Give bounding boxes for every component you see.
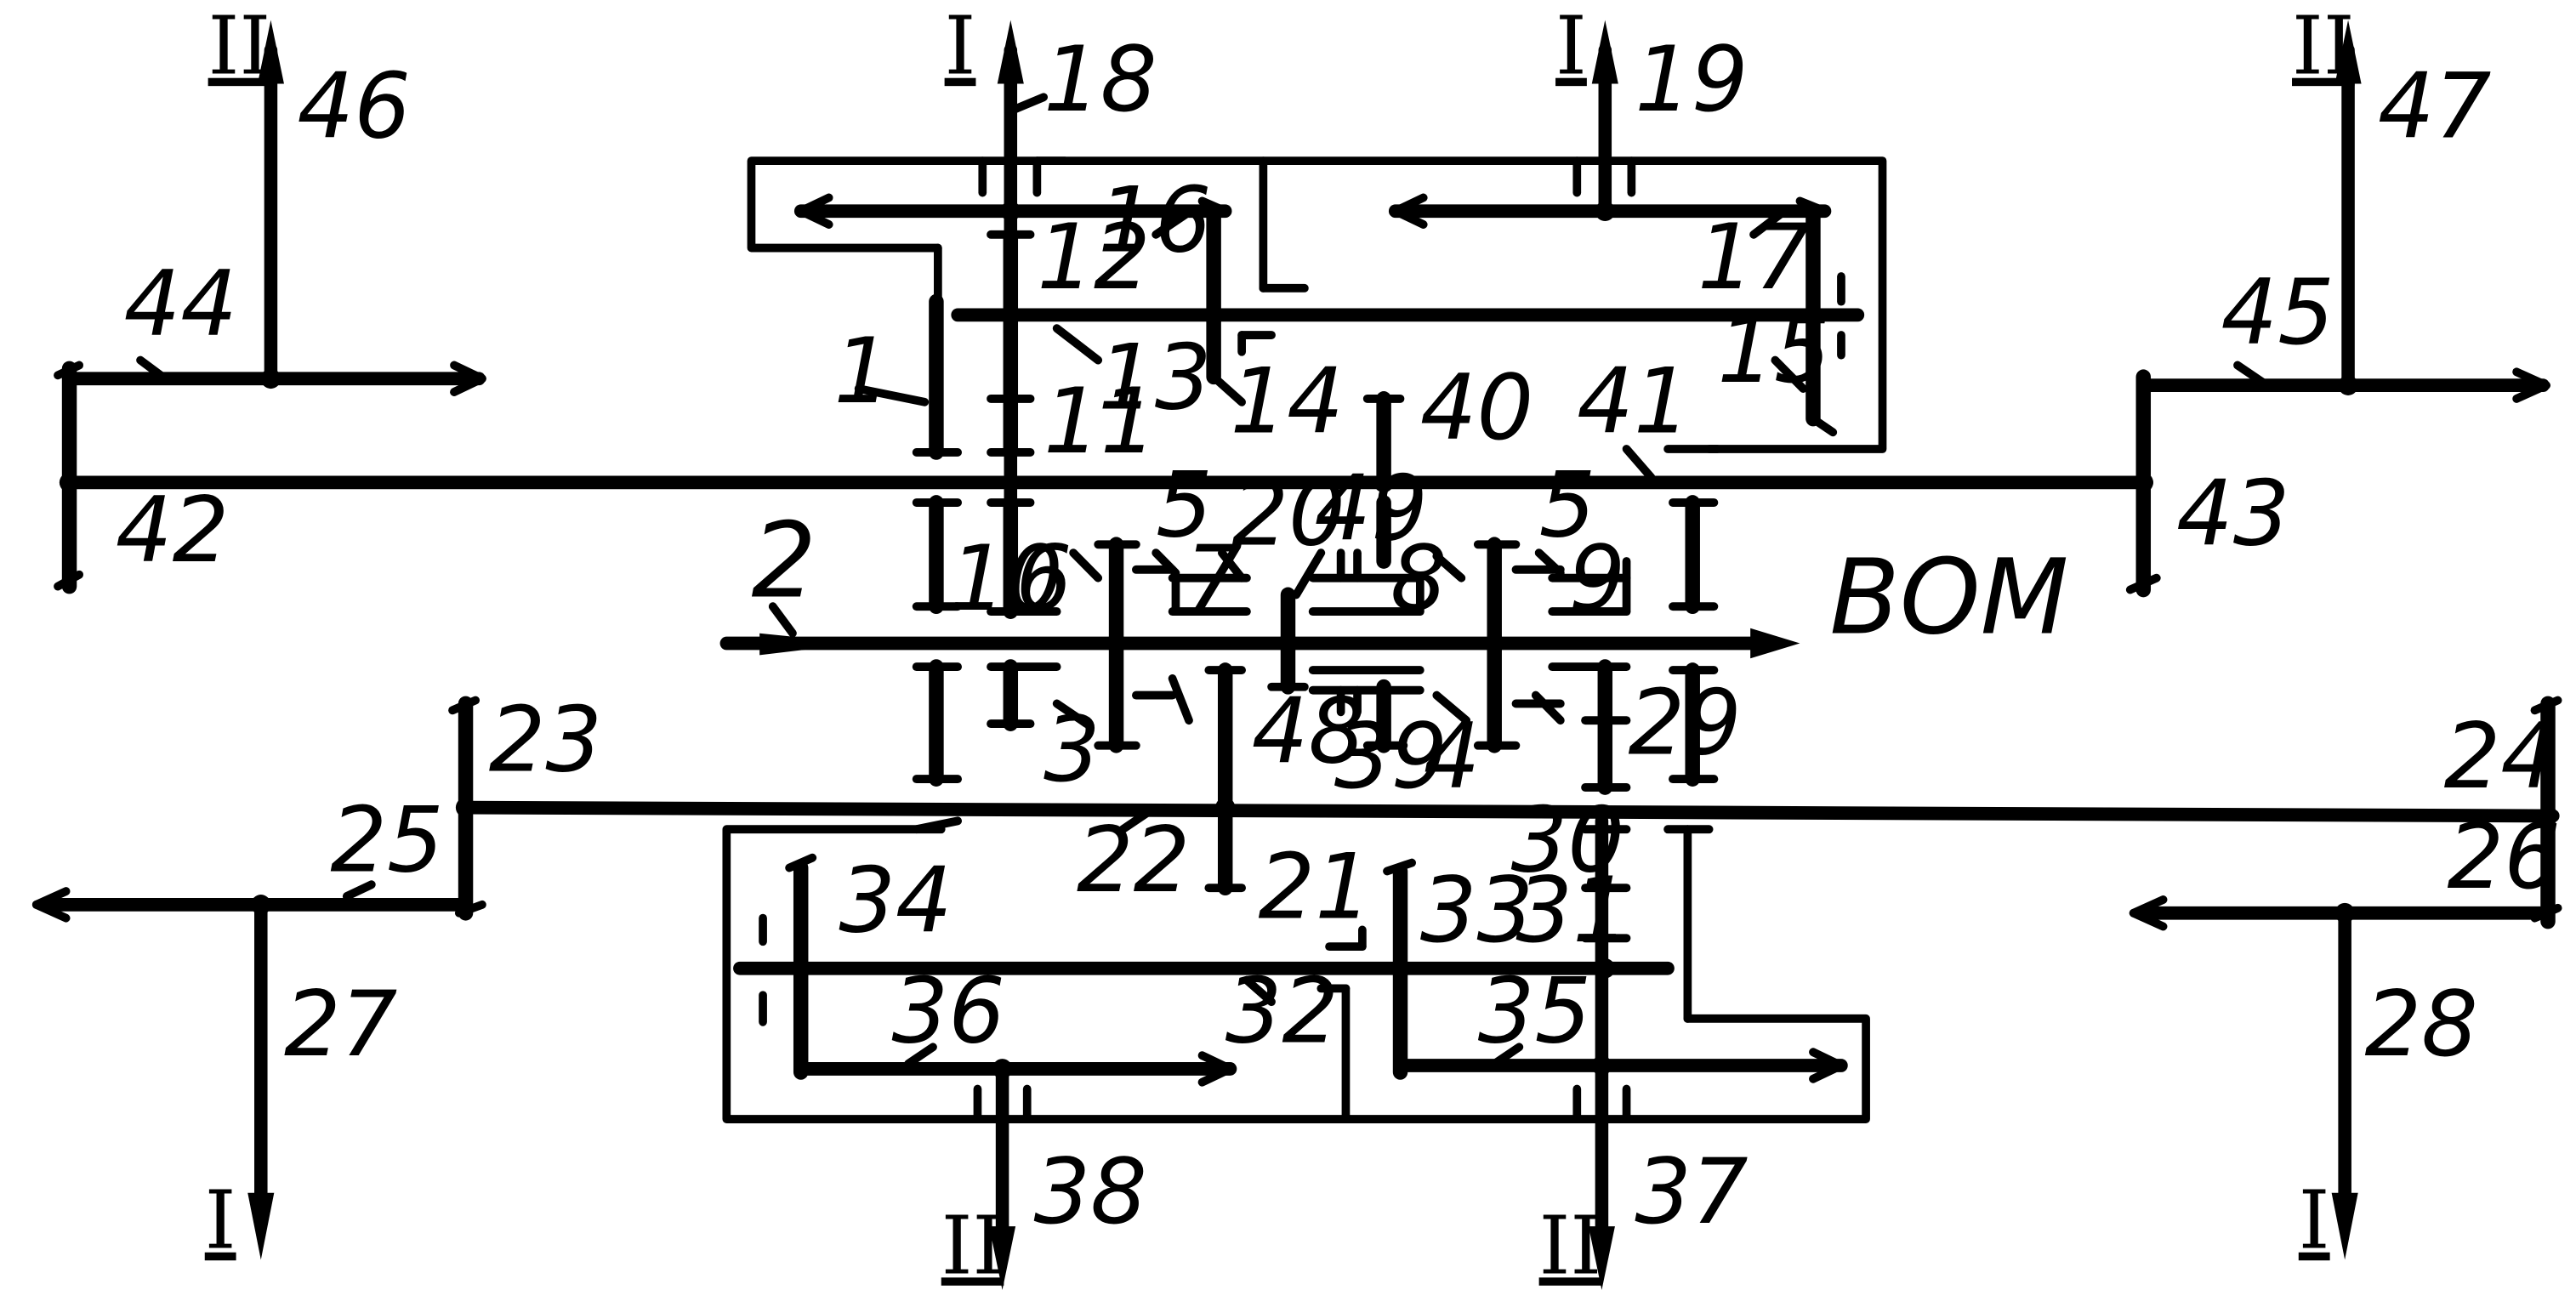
- label-19: 19: [1635, 26, 1748, 132]
- marker-II-top-right: II: [2292, 0, 2355, 94]
- marker-I-bottom-right: I: [2299, 1174, 2330, 1268]
- label-40: 40: [1420, 355, 1533, 460]
- marker-II-bottom-37: II: [1539, 1200, 1602, 1290]
- label-14: 14: [1231, 349, 1344, 454]
- label-42: 42: [116, 477, 229, 582]
- part-labels: 1 2 3 4 5 5 6 7 8 9 10 11 12 13 14 15 16…: [116, 26, 2561, 1244]
- label-33: 33: [1420, 858, 1533, 963]
- label-23: 23: [489, 687, 602, 793]
- label-vom: ВОМ: [1829, 537, 2068, 658]
- label-29: 29: [1628, 670, 1741, 776]
- label-13: 13: [1098, 325, 1211, 430]
- label-1: 1: [834, 318, 891, 423]
- label-43: 43: [2176, 461, 2289, 566]
- label-2: 2: [751, 500, 816, 622]
- label-21: 21: [1259, 834, 1372, 940]
- label-26: 26: [2448, 804, 2561, 909]
- label-49: 49: [1315, 456, 1428, 561]
- bevel-26-28: [2134, 900, 2548, 1260]
- marker-II-top-left: II: [208, 0, 271, 94]
- label-37: 37: [1635, 1139, 1748, 1244]
- label-45: 45: [2221, 259, 2334, 365]
- label-10: 10: [949, 526, 1062, 631]
- label-27: 27: [284, 971, 397, 1077]
- marker-I-top-18: I: [945, 0, 976, 94]
- label-46: 46: [298, 54, 411, 159]
- label-16: 16: [1098, 168, 1211, 273]
- marker-II-bottom-38: II: [941, 1200, 1004, 1290]
- label-17: 17: [1697, 204, 1811, 310]
- label-35: 35: [1478, 958, 1591, 1064]
- label-3: 3: [1043, 696, 1100, 802]
- label-25: 25: [330, 787, 443, 893]
- label-44: 44: [124, 251, 237, 356]
- label-38: 38: [1033, 1139, 1146, 1244]
- label-9: 9: [1569, 526, 1626, 631]
- marker-I-top-19: I: [1555, 0, 1587, 94]
- marker-I-bottom-left: I: [205, 1174, 236, 1268]
- bevel-25-27: [37, 891, 466, 1259]
- label-41: 41: [1577, 349, 1690, 454]
- label-34: 34: [839, 848, 952, 953]
- label-24: 24: [2444, 703, 2557, 809]
- label-28: 28: [2364, 971, 2477, 1077]
- input-shaft: [726, 628, 1800, 658]
- label-47: 47: [2378, 54, 2491, 159]
- label-48: 48: [1252, 679, 1365, 784]
- label-32: 32: [1225, 958, 1339, 1064]
- label-18: 18: [1043, 26, 1157, 132]
- label-36: 36: [892, 958, 1005, 1064]
- label-15: 15: [1717, 298, 1830, 403]
